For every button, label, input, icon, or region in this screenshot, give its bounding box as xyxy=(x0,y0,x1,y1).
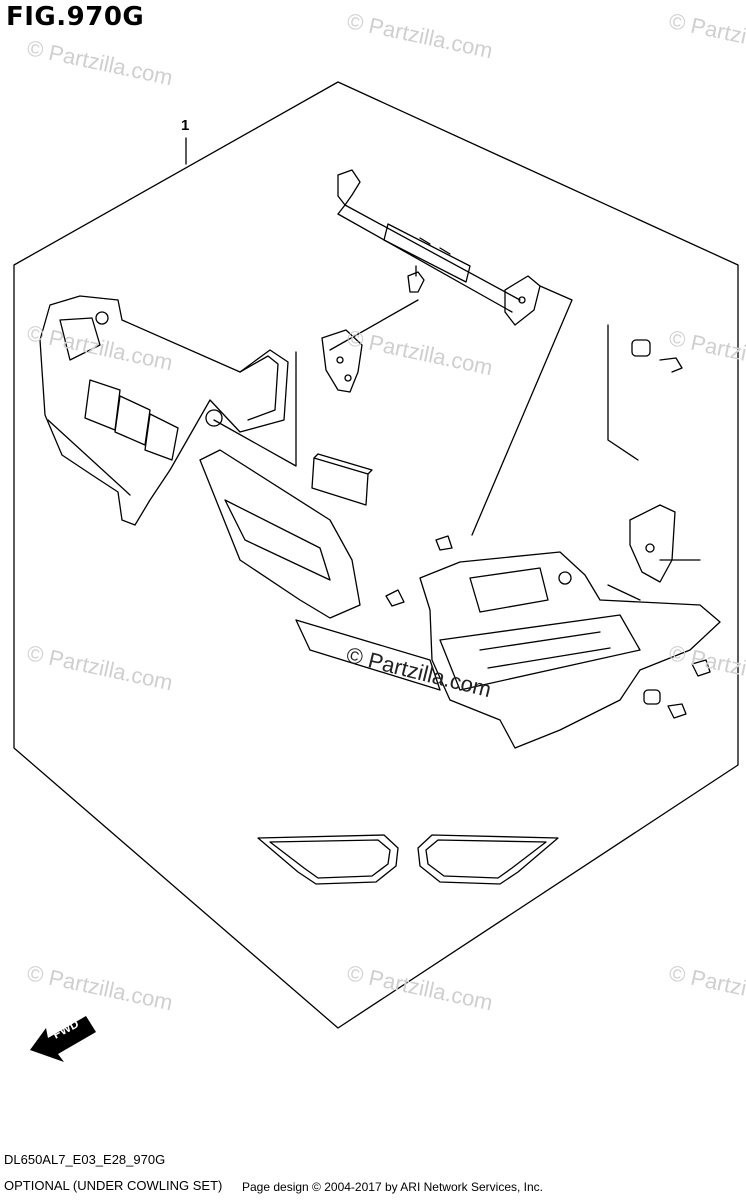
section-name: OPTIONAL (UNDER COWLING SET) xyxy=(4,1178,223,1193)
under-cowling-left xyxy=(39,295,289,526)
bolts-small xyxy=(385,535,711,719)
figure-title: FIG.970G xyxy=(6,2,145,32)
model-code: DL650AL7_E03_E28_970G xyxy=(4,1152,166,1167)
side-bracket-left xyxy=(321,329,363,393)
side-bracket-right xyxy=(629,504,676,583)
callout-number: 1 xyxy=(181,117,190,134)
kit-boundary-outline xyxy=(13,81,739,1029)
under-cowling-center xyxy=(199,409,441,691)
emblem-right xyxy=(417,834,559,885)
fwd-arrow-icon xyxy=(30,1016,96,1062)
mounting-bracket-assembly xyxy=(337,169,541,326)
rubber-pad xyxy=(311,457,369,506)
emblem-left xyxy=(257,834,399,885)
collar-bolt-upper-right xyxy=(631,339,683,373)
under-cowling-right xyxy=(419,551,721,749)
copyright-text: Page design © 2004-2017 by ARI Network S… xyxy=(242,1180,544,1194)
leader-lines xyxy=(213,285,701,601)
